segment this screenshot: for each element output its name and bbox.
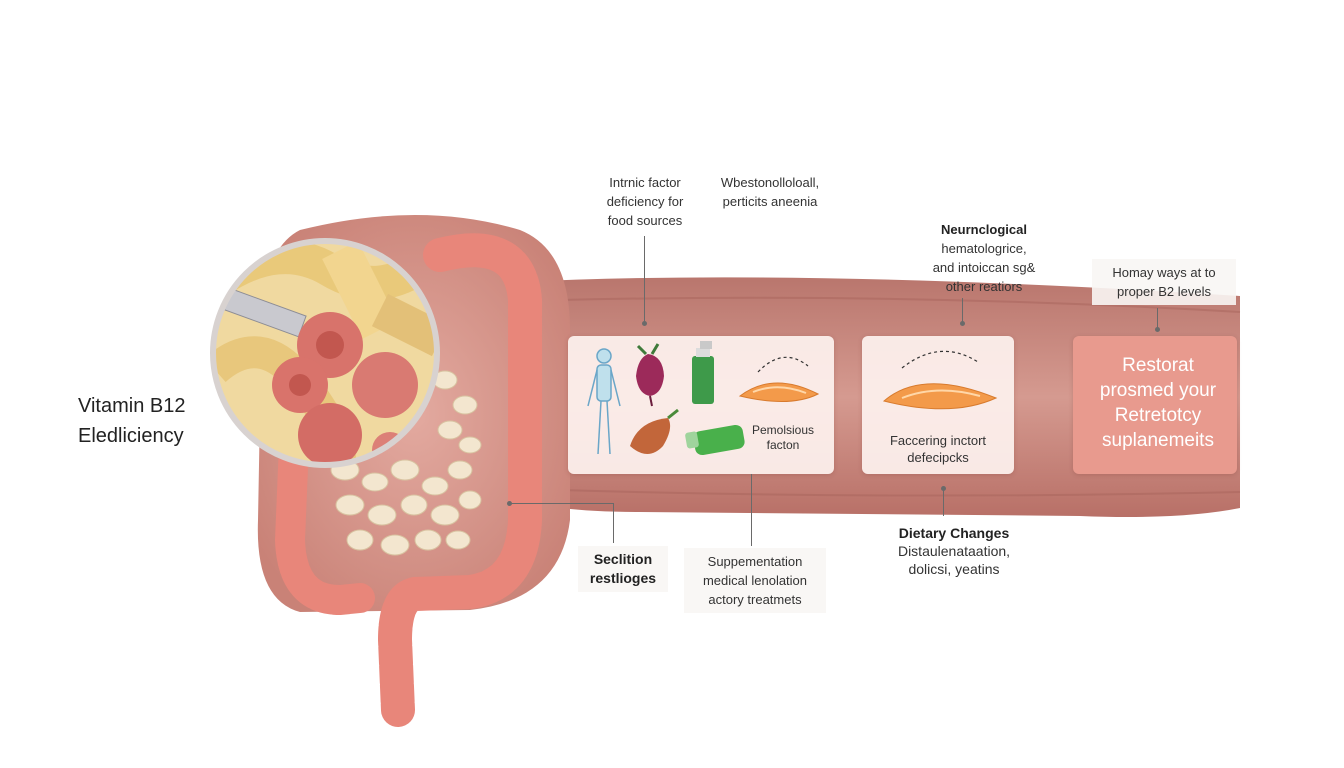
b12-levels-line-1: Homay ways at to (1112, 265, 1216, 280)
causes-caption-line-2: facton (766, 438, 800, 452)
title-line-2: Eledliciency (78, 425, 184, 447)
cycle-arrow-icon (901, 350, 979, 369)
callout-b12-levels: Homay ways at to proper B2 levels (1092, 259, 1236, 305)
b12-levels-line-2: proper B2 levels (1117, 284, 1211, 299)
secretion-line-2: restlioges (589, 570, 657, 586)
callout-anemia: Wbestonolloloall, perticits aneenia (708, 173, 832, 211)
body-icon (587, 348, 621, 455)
callout-supplementation: Suppementation medical lenolation actory… (684, 548, 826, 613)
causes-panel-caption: Pemolsious facton (738, 423, 828, 453)
neuro-line-3: and intoiccan sg& (932, 260, 1036, 275)
connector-line (751, 474, 752, 546)
restore-line-4: suplanemeits (1102, 430, 1214, 451)
connector-line (1157, 308, 1158, 330)
restore-line-1: Restorat (1122, 355, 1194, 376)
callout-dietary-changes: Dietary Changes Distaulenataation, dolic… (884, 524, 1024, 578)
dietary-line-1: Dietary Changes (898, 525, 1010, 541)
secretion-line-1: Seclition (593, 551, 653, 567)
connector-dot (507, 501, 512, 506)
diagram-title: Vitamin B12 Eledliciency (78, 391, 185, 451)
causes-caption-line-1: Pemolsious (751, 423, 815, 437)
magnifier-ring (210, 238, 440, 468)
connector-dot (642, 321, 647, 326)
dietary-line-2: Distaulenataation, (897, 543, 1011, 559)
factors-caption-line-2: defecipcks (907, 450, 969, 465)
neuro-line-1: Neurnclogical (941, 222, 1027, 237)
anemia-line-1: Wbestonolloloall, (720, 175, 820, 190)
restore-line-2: prosmed your (1099, 380, 1217, 401)
cycle-arrow-icon (757, 356, 809, 373)
connector-line (613, 503, 614, 543)
title-line-1: Vitamin B12 (78, 395, 186, 417)
restore-panel (1073, 336, 1237, 474)
restore-panel-text: Restorat prosmed your Retretotcy suplane… (1076, 353, 1240, 453)
beet-icon (636, 343, 664, 407)
factors-panel-caption: Faccering inctort defecipcks (862, 432, 1014, 466)
supplementation-line-1: Suppementation (707, 554, 803, 569)
callout-secretion: Seclition restlioges (578, 546, 668, 592)
fish-fillet-icon (738, 382, 820, 402)
anemia-line-2: perticits aneenia (722, 194, 818, 209)
supplementation-line-3: actory treatmets (708, 592, 802, 607)
connector-dot (960, 321, 965, 326)
factors-caption-line-1: Faccering inctort (889, 433, 987, 448)
callout-neurological: Neurnclogical hematologrice, and intoicc… (920, 220, 1048, 296)
neuro-line-4: other reatiors (945, 279, 1023, 294)
intrinsic-line-3: food sources (607, 213, 683, 228)
sweet-potato-icon (630, 408, 679, 454)
restore-line-3: Retretotcy (1114, 405, 1202, 426)
causes-panel: Pemolsious facton (568, 336, 834, 474)
connector-line (644, 236, 645, 324)
connector-line (510, 503, 614, 504)
dietary-line-3: dolicsi, yeatins (908, 561, 1000, 577)
supplementation-line-2: medical lenolation (702, 573, 808, 588)
intrinsic-line-2: deficiency for (606, 194, 684, 209)
connector-line (962, 298, 963, 324)
colon-loop (377, 233, 542, 727)
connector-dot (1155, 327, 1160, 332)
magnified-view (215, 243, 435, 463)
connector-line (943, 488, 944, 516)
neuro-line-2: hematologrice, (941, 241, 1027, 256)
callout-intrinsic-factor: Intrnic factor deficiency for food sourc… (597, 173, 693, 230)
intrinsic-line-1: Intrnic factor (609, 175, 681, 190)
capsule-bottle-icon (685, 424, 745, 456)
fish-fillet-icon (882, 383, 998, 410)
factors-panel: Faccering inctort defecipcks (862, 336, 1014, 474)
bottle-icon (692, 341, 714, 404)
